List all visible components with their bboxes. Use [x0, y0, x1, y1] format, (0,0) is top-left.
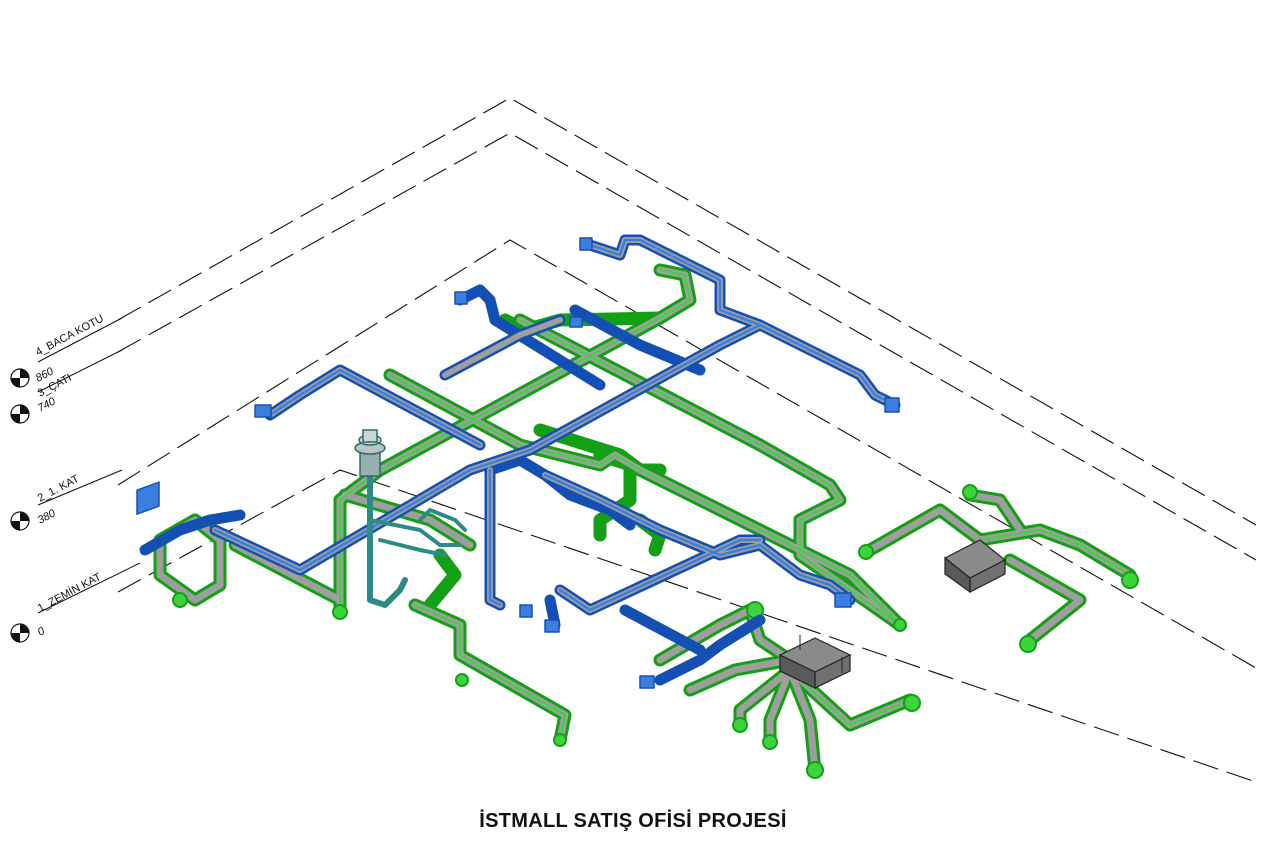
- level-line-zemin: [117, 469, 1257, 783]
- level-head-icon: [10, 511, 30, 531]
- level-elev-cati: 740: [36, 395, 59, 415]
- level-head-icon: [10, 404, 30, 424]
- level-name-zemin: 1_ZEMİN KAT: [35, 570, 103, 615]
- exhaust-duct-network: [153, 263, 1139, 779]
- air-handling-unit-icon: [778, 635, 852, 689]
- level-elev-1kat: 380: [36, 507, 59, 527]
- level-head-icon: [10, 623, 30, 643]
- project-title: İSTMALL SATIŞ OFİSİ PROJESİ: [479, 810, 787, 832]
- level-line-cati: [117, 132, 1257, 561]
- supply-duct-network: [136, 234, 901, 689]
- riser-piping: [367, 457, 467, 608]
- level-head-1kat: 2_1. KAT 380: [10, 469, 123, 531]
- level-lines: [117, 97, 1257, 783]
- level-head-cati: 3_ÇATI 740: [10, 349, 123, 424]
- level-name-1kat: 2_1. KAT: [36, 473, 82, 505]
- level-line-baca: [117, 97, 1257, 526]
- level-line-1kat: [117, 239, 1257, 669]
- level-elev-zemin: 0: [36, 625, 48, 639]
- air-handling-unit-icon: [943, 539, 1007, 594]
- level-head-zemin: 1_ZEMİN KAT 0: [10, 562, 141, 643]
- level-heads: 4_BACA KOTU 860 3_ÇATI 740 2_1. KAT 380 …: [10, 313, 141, 643]
- roof-fan-icon: [354, 429, 386, 477]
- level-head-icon: [10, 368, 30, 388]
- level-name-baca: 4_BACA KOTU: [34, 313, 106, 359]
